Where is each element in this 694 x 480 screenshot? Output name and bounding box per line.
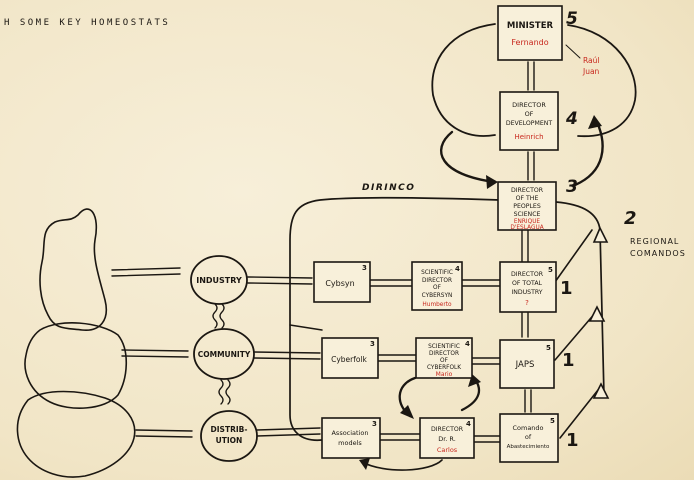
- regional-triangle-2: [588, 305, 606, 322]
- regional-comandos-structure: [554, 201, 610, 439]
- circle-couplings: [212, 303, 231, 405]
- cybsyn-box: Cybsyn 3: [313, 261, 371, 303]
- minister-box: MINISTER Fernando: [497, 5, 563, 61]
- director-science-box: DIRECTOR OF THE PEOPLES SCIENCE ENRIQUE …: [497, 181, 557, 231]
- level-3-number: 3: [566, 177, 578, 197]
- level-numbers: 5 4 3 2 1 1 1: [560, 9, 637, 451]
- comando-line-3: Abastecimiento: [507, 444, 550, 450]
- association-line-1: Association: [331, 429, 368, 437]
- regional-label-line-1: REGIONAL: [630, 237, 679, 246]
- level-1-number-a: 1: [560, 278, 573, 299]
- director-dr-line-2: Dr. R.: [438, 435, 456, 443]
- sci-cybsyn-line-1: SCIENTIFIC: [421, 270, 453, 276]
- minister-loop: [431, 23, 637, 138]
- regional-triangle-1: [592, 226, 609, 243]
- comando-line-1: Comando: [512, 424, 543, 432]
- environment-blob-bottom: [16, 390, 136, 478]
- sci-cyberfolk-name: Mario: [436, 371, 453, 378]
- director-total-name: ?: [525, 299, 529, 307]
- circle-community: COMMUNITY: [193, 328, 255, 380]
- page-title: H SOME KEY HOMEOSTATS: [4, 18, 171, 28]
- cybsyn-level: 3: [362, 264, 367, 272]
- sci-cyberfolk-level: 4: [465, 340, 470, 348]
- level-2-number: 2: [624, 208, 637, 229]
- environment-connectors: [111, 267, 193, 438]
- sci-cybsyn-line-2: DIRECTOR: [422, 278, 452, 284]
- sci-cybsyn-line-3: OF: [433, 285, 441, 291]
- sci-cyberfolk-line-1: SCIENTIFIC: [428, 344, 460, 350]
- director-development-line-3: DEVELOPMENT: [506, 120, 553, 127]
- comando-box: Comando of Abastecimiento 5: [499, 413, 559, 463]
- sci-cyberfolk-box: SCIENTIFIC DIRECTOR OF CYBERFOLK Mario 4: [415, 337, 473, 379]
- director-science-line-3: PEOPLES: [513, 203, 541, 210]
- association-line-2: models: [338, 439, 362, 447]
- director-science-line-2: OF THE: [516, 195, 539, 202]
- raul-name-1: Raúl: [583, 56, 599, 65]
- level-5-number: 5: [566, 9, 578, 29]
- sci-cyberfolk-line-3: OF: [440, 358, 448, 364]
- japs-box: JAPS 5: [499, 339, 555, 389]
- row-connectors: [369, 279, 501, 443]
- sci-cybsyn-name: Humberto: [422, 302, 452, 308]
- circle-distribution-label-1: DISTRIB-: [211, 425, 248, 434]
- sci-cybsyn-box: SCIENTIFIC DIRECTOR OF CYBERSYN Humberto…: [411, 261, 463, 311]
- central-column-connectors: [521, 61, 535, 413]
- comando-line-2: of: [525, 433, 532, 441]
- sci-cybsyn-level: 4: [455, 265, 460, 273]
- cyberfolk-label: Cyberfolk: [331, 355, 367, 364]
- director-dr-box: DIRECTOR Dr. R. Carlos 4: [419, 417, 475, 459]
- development-arrows: [440, 115, 604, 189]
- comando-level: 5: [550, 417, 555, 425]
- director-total-line-1: DIRECTOR: [511, 271, 544, 278]
- circle-industry: INDUSTRY: [190, 255, 248, 305]
- circle-box-connectors: [247, 276, 321, 437]
- dirinco-bracket-tick: [289, 324, 323, 331]
- director-total-line-2: OF TOTAL: [512, 280, 543, 287]
- association-models-box: Association models 3: [321, 417, 381, 459]
- minister-label: MINISTER: [507, 21, 554, 31]
- circle-industry-label: INDUSTRY: [196, 276, 242, 285]
- director-science-name-1: ENRIQUE: [514, 219, 541, 225]
- japs-level: 5: [546, 344, 551, 352]
- sci-cybsyn-line-4: CYBERSYN: [422, 293, 453, 299]
- director-dr-level: 4: [466, 420, 471, 428]
- director-science-line-1: DIRECTOR: [511, 187, 544, 194]
- sci-cyberfolk-line-4: CYBERFOLK: [427, 365, 461, 371]
- director-dr-name: Carlos: [437, 446, 458, 454]
- director-development-name: Heinrich: [514, 133, 543, 141]
- director-total-industry-box: DIRECTOR OF TOTAL INDUSTRY ? 5: [499, 261, 557, 313]
- environment-blobs: [16, 208, 136, 478]
- cyberfolk-level: 3: [370, 340, 375, 348]
- sci-cyberfolk-line-2: DIRECTOR: [429, 351, 459, 357]
- circle-community-label: COMMUNITY: [198, 350, 251, 359]
- japs-label: JAPS: [515, 360, 535, 370]
- cyberfolk-box: Cyberfolk 3: [321, 337, 379, 379]
- director-development-line-2: OF: [525, 110, 534, 118]
- director-dr-line-1: DIRECTOR: [431, 426, 464, 433]
- director-development-line-1: DIRECTOR: [512, 101, 546, 109]
- circle-distribution: DISTRIB- UTION: [200, 410, 258, 462]
- regional-label-line-2: COMANDOS: [630, 249, 686, 258]
- level-1-number-b: 1: [562, 350, 575, 371]
- director-science-line-4: SCIENCE: [514, 211, 541, 218]
- level-1-number-c: 1: [566, 430, 579, 451]
- minister-name: Fernando: [511, 38, 548, 47]
- director-science-name-2: D'ESLAGUA: [510, 225, 543, 231]
- circle-distribution-label-2: UTION: [216, 436, 243, 445]
- level-4-number: 4: [565, 109, 578, 129]
- director-total-line-3: INDUSTRY: [511, 289, 542, 296]
- director-total-level: 5: [548, 266, 553, 274]
- dirinco-bracket: [289, 196, 501, 441]
- regional-triangle-3: [592, 382, 610, 399]
- cybsyn-label: Cybsyn: [325, 279, 354, 288]
- director-development-box: DIRECTOR OF DEVELOPMENT Heinrich: [499, 91, 559, 151]
- raul-note: Raúl Juan: [565, 44, 600, 76]
- environment-blob-middle: [24, 322, 128, 409]
- association-level: 3: [372, 420, 377, 428]
- dirinco-label: DIRINCO: [362, 183, 415, 193]
- raul-name-2: Juan: [582, 67, 600, 76]
- environment-blob-top: [39, 208, 107, 331]
